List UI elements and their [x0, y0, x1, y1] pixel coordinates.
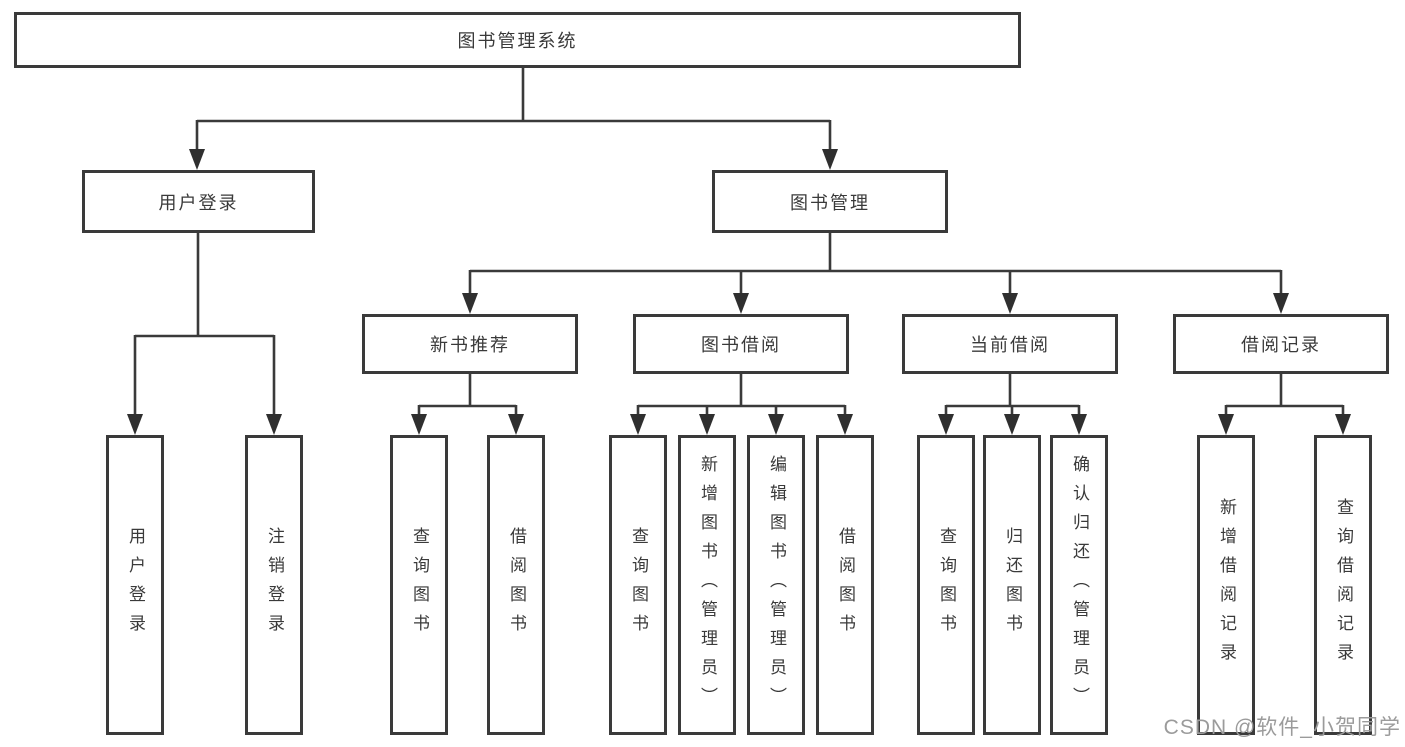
node-book-borrow: 图书借阅: [633, 314, 849, 374]
node-current-borrow: 当前借阅: [902, 314, 1118, 374]
node-book-management: 图书管理: [712, 170, 948, 233]
leaf-current-confirm-return-admin: 确认归还（管理员）: [1050, 435, 1108, 735]
leaf-current-query-book: 查询图书: [917, 435, 975, 735]
leaf-borrow-add-book-admin: 新增图书（管理员）: [678, 435, 736, 735]
leaf-newbook-borrow-book: 借阅图书: [487, 435, 545, 735]
leaf-user-login: 用户登录: [106, 435, 164, 735]
leaf-borrow-edit-book-admin: 编辑图书（管理员）: [747, 435, 805, 735]
leaf-borrow-query-book: 查询图书: [609, 435, 667, 735]
leaf-logout: 注销登录: [245, 435, 303, 735]
node-root: 图书管理系统: [14, 12, 1021, 68]
leaf-records-add-record: 新增借阅记录: [1197, 435, 1255, 735]
leaf-records-query-record: 查询借阅记录: [1314, 435, 1372, 735]
leaf-newbook-query-book: 查询图书: [390, 435, 448, 735]
node-user-login: 用户登录: [82, 170, 315, 233]
arrowheads: [127, 149, 1351, 435]
leaf-current-return-book: 归还图书: [983, 435, 1041, 735]
leaf-borrow-borrow-book: 借阅图书: [816, 435, 874, 735]
node-borrow-records: 借阅记录: [1173, 314, 1389, 374]
watermark: CSDN @软件_小贺同学: [1163, 716, 1401, 739]
node-new-book-recommend: 新书推荐: [362, 314, 578, 374]
